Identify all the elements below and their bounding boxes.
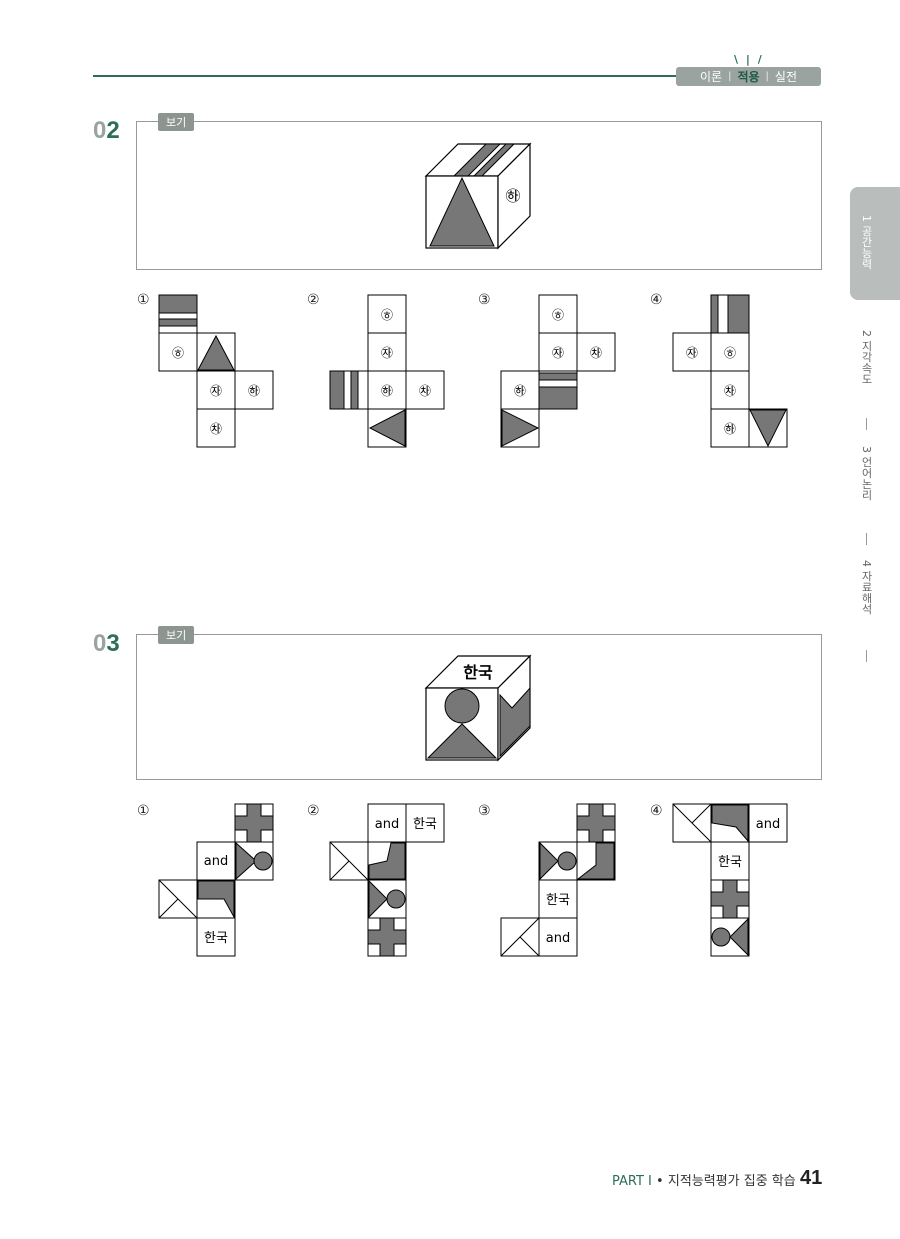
cube-face-label: 한국 [463, 663, 493, 682]
side-nav-divider [866, 418, 867, 430]
svg-text:한국: 한국 [413, 817, 437, 832]
option-number[interactable]: ③ [478, 292, 491, 308]
net-option-4[interactable]: and 한국 [672, 803, 792, 961]
net-option-2[interactable]: ㉭ ㉶ ㉻ ㉷ [329, 294, 447, 452]
svg-text:한국: 한국 [204, 931, 228, 946]
option-number[interactable]: ① [137, 292, 150, 308]
option-number[interactable]: ① [137, 803, 150, 819]
side-tab-active-bg [850, 187, 900, 300]
bogi-box [136, 121, 822, 270]
footer-part: PART Ⅰ [612, 1174, 652, 1189]
svg-text:㉭: ㉭ [724, 346, 736, 360]
tab-practice[interactable]: 실전 [774, 70, 798, 84]
spark-decoration: \ | / [734, 53, 764, 66]
section-tabs: 이론 | 적용 | 실전 [676, 67, 821, 86]
option-number[interactable]: ② [307, 292, 320, 308]
bogi-label: 보기 [158, 626, 195, 644]
net-option-2[interactable]: and 한국 [329, 803, 447, 961]
svg-text:㉶: ㉶ [552, 346, 564, 360]
question-number: 03 [93, 630, 120, 657]
tab-separator: | [728, 71, 732, 82]
svg-text:and: and [756, 817, 780, 832]
svg-text:and: and [375, 817, 399, 832]
svg-text:한국: 한국 [546, 893, 570, 908]
net-option-3[interactable]: 한국 and [500, 803, 618, 961]
side-nav-divider [866, 533, 867, 545]
question-number: 02 [93, 117, 120, 144]
reference-cube-q2: ㉻ [424, 142, 532, 250]
net-option-1[interactable]: ㉭ ㉶ ㉻ ㉷ [158, 294, 276, 452]
bogi-box [136, 634, 822, 780]
svg-text:㉻: ㉻ [248, 384, 260, 398]
net-option-4[interactable]: ㉶ ㉭ ㉷ ㉻ [672, 294, 792, 452]
svg-text:㉶: ㉶ [210, 384, 222, 398]
svg-text:㉻: ㉻ [724, 422, 736, 436]
reference-cube-q3: 한국 [424, 654, 532, 762]
footer-section-title: 지적능력평가 집중 학습 [667, 1174, 796, 1189]
svg-text:and: and [204, 854, 228, 869]
bogi-label: 보기 [158, 113, 195, 131]
tab-theory[interactable]: 이론 [699, 70, 723, 84]
footer-title: PART Ⅰ • 지적능력평가 집중 학습 [612, 1170, 796, 1189]
svg-text:㉭: ㉭ [381, 308, 393, 322]
option-number[interactable]: ④ [650, 803, 663, 819]
net-option-1[interactable]: and 한국 [158, 803, 276, 961]
header-rule [93, 75, 678, 77]
side-nav-item-4[interactable]: 4 자료해석 [860, 560, 873, 615]
svg-text:㉻: ㉻ [514, 384, 526, 398]
option-number[interactable]: ② [307, 803, 320, 819]
tab-apply[interactable]: 적용 [737, 70, 760, 84]
svg-text:㉷: ㉷ [590, 346, 602, 360]
side-nav-item-3[interactable]: 3 언어논리 [860, 446, 873, 501]
svg-text:㉶: ㉶ [381, 346, 393, 360]
svg-text:한국: 한국 [718, 855, 742, 870]
side-nav-item-1[interactable]: 1 공간능력 [860, 215, 873, 270]
svg-text:㉷: ㉷ [419, 384, 431, 398]
option-number[interactable]: ③ [478, 803, 491, 819]
tab-separator: | [765, 71, 769, 82]
svg-text:and: and [546, 931, 570, 946]
svg-text:㉭: ㉭ [172, 346, 184, 360]
cube-face-label: ㉻ [505, 187, 520, 205]
side-nav-item-2[interactable]: 2 지각속도 [860, 330, 873, 385]
option-number[interactable]: ④ [650, 292, 663, 308]
page-number: 41 [800, 1167, 823, 1189]
svg-text:㉷: ㉷ [210, 422, 222, 436]
svg-text:㉷: ㉷ [724, 384, 736, 398]
svg-text:㉶: ㉶ [686, 346, 698, 360]
net-option-3[interactable]: ㉭ ㉶ ㉷ ㉻ [500, 294, 618, 452]
footer-bullet: • [656, 1174, 664, 1189]
svg-text:㉻: ㉻ [381, 384, 393, 398]
svg-text:㉭: ㉭ [552, 308, 564, 322]
side-nav-divider [866, 650, 867, 662]
